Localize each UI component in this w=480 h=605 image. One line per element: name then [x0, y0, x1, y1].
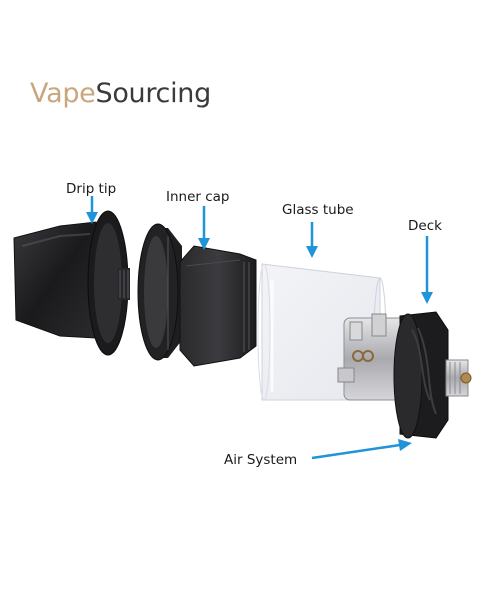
inner-cap-part: [179, 245, 257, 367]
label-drip-tip: Drip tip: [66, 181, 117, 197]
brand-logo-part2: Sourcing: [95, 78, 211, 109]
brand-logo: VapeSourcing: [30, 78, 211, 109]
label-air-system: Air System: [224, 452, 298, 468]
arrow-drip-tip: [86, 196, 98, 224]
label-glass-tube: Glass tube: [282, 202, 354, 218]
brand-logo-part1: Vape: [30, 78, 96, 109]
arrow-air-system: [311, 439, 412, 460]
label-deck: Deck: [408, 218, 442, 234]
drip-tip-part: [13, 210, 130, 356]
top-cap-part: [137, 223, 182, 361]
label-inner-cap: Inner cap: [166, 189, 230, 205]
arrows: [86, 196, 433, 460]
arrow-deck: [421, 236, 433, 304]
arrow-inner-cap: [198, 206, 210, 250]
arrow-glass-tube: [306, 222, 318, 258]
deck-part: [337, 311, 472, 439]
